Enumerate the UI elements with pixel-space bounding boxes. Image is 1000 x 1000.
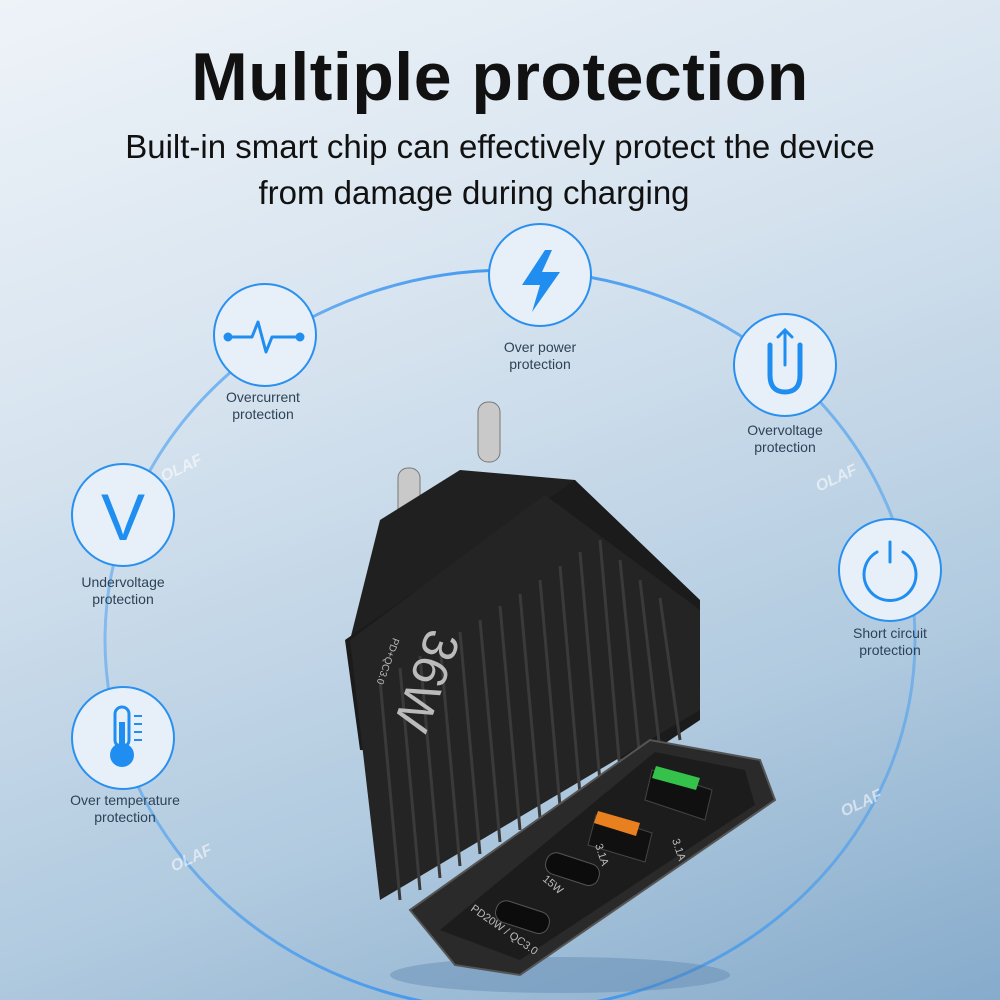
page-title: Multiple protection xyxy=(191,39,809,115)
pulse-icon xyxy=(223,320,305,354)
power-icon xyxy=(862,540,918,602)
usb-c-port-pd20w[interactable] xyxy=(493,898,552,936)
feature-label: Undervoltage xyxy=(81,574,165,590)
feature-label: Overvoltage xyxy=(747,422,823,438)
feature-label: Over temperature xyxy=(70,792,180,808)
feature-label: protection xyxy=(232,406,294,422)
subtitle-line-2: from damage during charging xyxy=(258,174,690,211)
charger: 3.1A 3.1A 15W PD20W / QC3.0 36W PD+QC3.0 xyxy=(345,401,777,993)
feature-label: protection xyxy=(859,642,921,658)
u-arrow-icon xyxy=(767,327,803,395)
feature-label: Overcurrent xyxy=(226,389,300,405)
feature-label: protection xyxy=(754,439,816,455)
lightning-icon xyxy=(522,250,560,312)
feature-label: Short circuit xyxy=(853,625,927,641)
feature-label: Over power xyxy=(503,339,577,355)
feature-label: protection xyxy=(92,591,154,607)
v-letter-icon: V xyxy=(101,480,145,554)
body-ribs xyxy=(378,539,682,901)
subtitle-line-1: Built-in smart chip can effectively prot… xyxy=(125,128,875,165)
usb-c-port-15w[interactable] xyxy=(543,850,602,888)
feature-label: protection xyxy=(94,809,156,825)
thermometer-icon xyxy=(110,705,142,767)
feature-label: protection xyxy=(509,356,571,372)
